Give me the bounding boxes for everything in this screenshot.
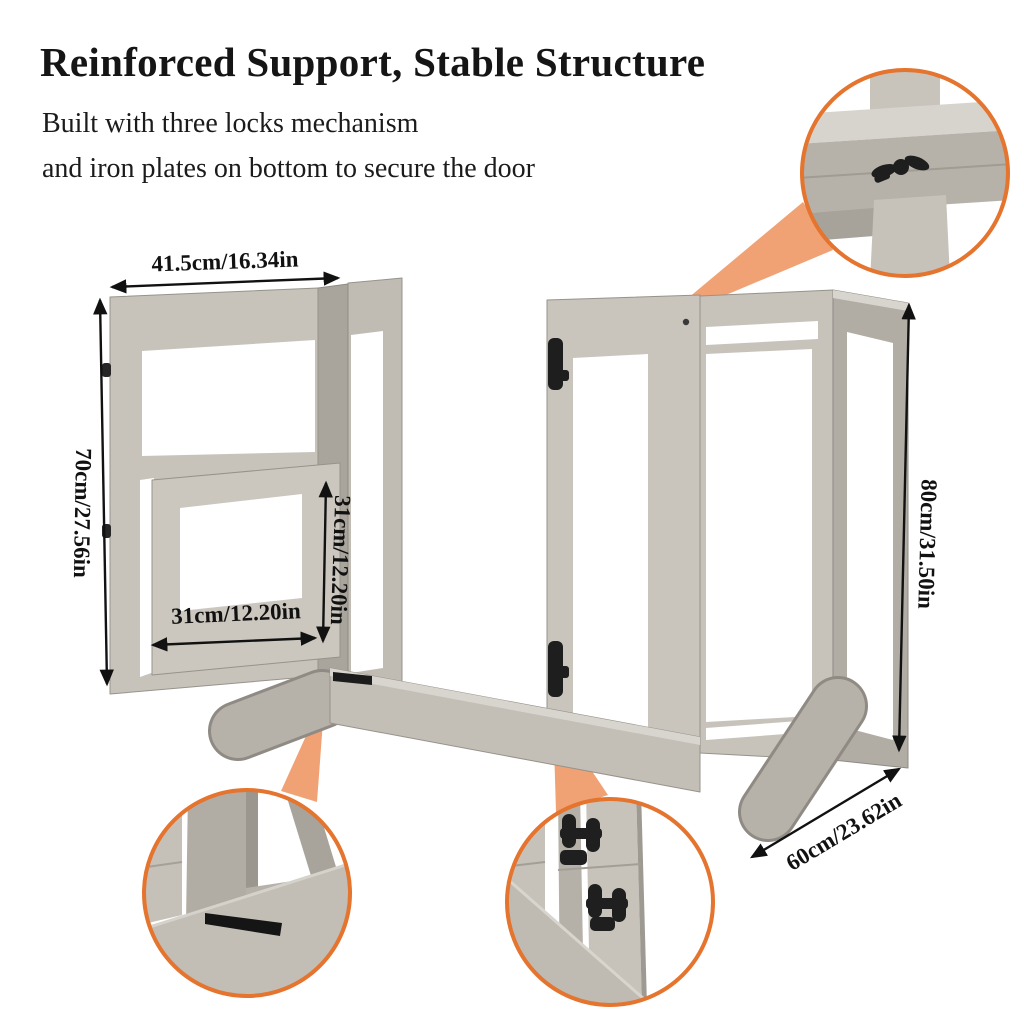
right-panel-window: [706, 349, 812, 722]
iron-plate-icon: [333, 672, 372, 685]
dimension-label-panel-width: 41.5cm/16.34in: [151, 246, 299, 277]
screw-icon: [682, 318, 690, 326]
callout-circle-latches: [505, 797, 715, 1007]
center-door-window: [573, 354, 648, 750]
right-panel: [675, 289, 834, 761]
dimension-label-left-height: 70cm/27.56in: [68, 447, 97, 579]
pointer-to-top-lock: [657, 202, 833, 324]
wing-lock-icon: [871, 155, 930, 183]
arrow-panel-width: [109, 271, 341, 294]
latch-locks-icon: [560, 814, 628, 931]
pet-door: [151, 462, 341, 676]
right-panel-top-slot: [706, 321, 818, 345]
right-side-window: [847, 332, 893, 740]
right-panel-bottom-slot: [706, 720, 812, 740]
pet-door-hinge-icon: [102, 363, 111, 377]
arrow-foot-depth: [749, 767, 902, 859]
callout-circle-iron-plate: [142, 788, 352, 998]
arrow-pet-door-width: [150, 631, 318, 652]
arrow-left-height: [93, 297, 114, 687]
pet-door-gap: [140, 478, 154, 677]
slide-latch-icon: [548, 338, 569, 697]
left-panel: [102, 283, 349, 695]
dimension-label-gate-height: 80cm/31.50in: [913, 478, 942, 610]
dimension-label-pet-door-height: 31cm/12.20in: [325, 494, 356, 626]
gate-illustration: [102, 277, 909, 842]
left-panel-window: [142, 340, 315, 456]
base-rail: [329, 667, 701, 793]
subtitle-line-1: Built with three locks mechanism: [42, 108, 419, 139]
left-foot: [208, 669, 352, 761]
dimension-arrows: [93, 271, 916, 859]
arrow-gate-height: [892, 302, 916, 753]
pet-door-window: [180, 494, 302, 611]
right-side-panel: [832, 289, 909, 769]
left-back-panel: [347, 277, 403, 693]
center-gate-door: [546, 294, 701, 751]
page-title: Reinforced Support, Stable Structure: [40, 39, 706, 85]
iron-plate-icon: [205, 913, 282, 936]
subtitle-line-2: and iron plates on bottom to secure the …: [42, 153, 535, 184]
arrow-pet-door-height: [316, 480, 333, 644]
